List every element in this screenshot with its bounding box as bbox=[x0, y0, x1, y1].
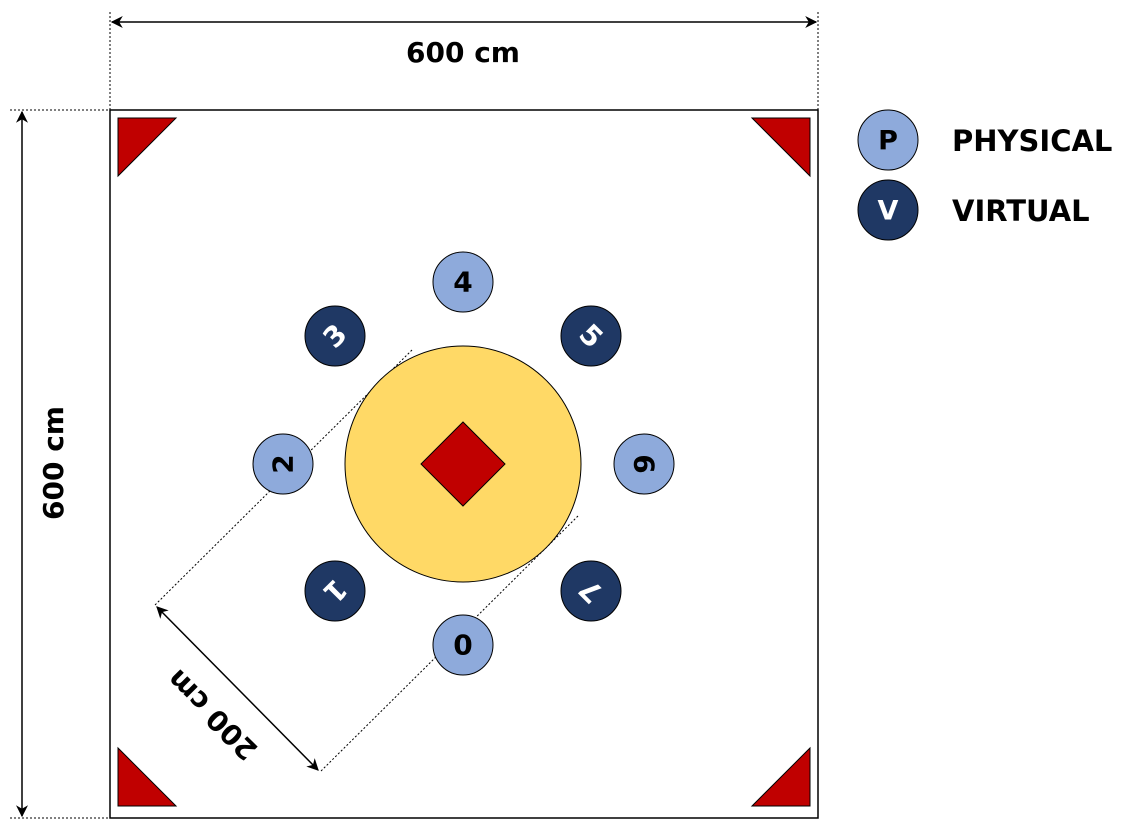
legend: P PHYSICAL V VIRTUAL bbox=[857, 109, 1112, 241]
legend-virtual: V VIRTUAL bbox=[857, 179, 1090, 241]
node-3-circle bbox=[304, 305, 366, 367]
legend-physical-label: PHYSICAL bbox=[952, 124, 1112, 158]
node-0-label: 0 bbox=[453, 629, 472, 662]
node-4-label: 4 bbox=[453, 266, 472, 299]
node-1: 1 bbox=[304, 560, 366, 622]
height-dimension-label: 600 cm bbox=[37, 406, 70, 520]
legend-physical: P PHYSICAL bbox=[857, 109, 1112, 171]
radius-dimension-arrow bbox=[156, 606, 319, 771]
center-marker bbox=[420, 421, 506, 507]
width-dimension-label: 600 cm bbox=[406, 36, 520, 69]
node-4: 4 bbox=[432, 251, 494, 313]
corner-marker-top-left bbox=[117, 117, 178, 178]
node-3: 3 bbox=[304, 305, 366, 367]
corner-markers bbox=[117, 117, 811, 807]
legend-virtual-symbol: V bbox=[878, 196, 899, 227]
corner-marker-bottom-right bbox=[750, 746, 811, 807]
node-0-circle bbox=[432, 614, 494, 676]
corner-marker-bottom-left bbox=[117, 746, 178, 807]
node-7: 7 bbox=[560, 560, 622, 622]
node-0: 0 bbox=[432, 614, 494, 676]
node-7-circle bbox=[560, 560, 622, 622]
corner-marker-top-right bbox=[750, 117, 811, 178]
legend-physical-swatch bbox=[857, 109, 919, 171]
extension-lines bbox=[10, 12, 819, 819]
legend-physical-symbol: P bbox=[878, 126, 898, 157]
node-5: 5 bbox=[560, 305, 622, 367]
node-5-circle bbox=[560, 305, 622, 367]
node-6-circle bbox=[613, 433, 675, 495]
node-2: 2 bbox=[252, 433, 314, 495]
node-1-circle bbox=[304, 560, 366, 622]
legend-virtual-swatch bbox=[857, 179, 919, 241]
node-2-circle bbox=[252, 433, 314, 495]
node-2-label: 2 bbox=[267, 454, 300, 473]
legend-virtual-label: VIRTUAL bbox=[952, 194, 1090, 228]
node-4-circle bbox=[432, 251, 494, 313]
node-6: 6 bbox=[613, 433, 675, 495]
node-6-label: 6 bbox=[628, 454, 661, 473]
